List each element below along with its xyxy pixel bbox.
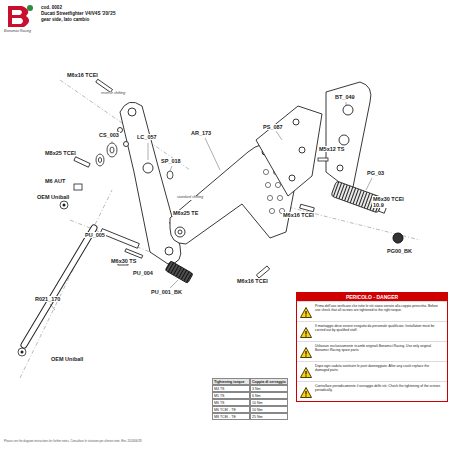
- warning-heading: PERICOLO - DANGER: [297, 293, 447, 301]
- header-text: cod. 0002: [40, 5, 63, 10]
- part-label: M8x25 TCEI: [44, 150, 77, 156]
- bracket-hole: [275, 182, 280, 187]
- bracket-hole: [265, 182, 270, 187]
- logo: [8, 5, 33, 27]
- part-label: standard shifting: [176, 196, 204, 200]
- bracket-hole: [263, 169, 268, 174]
- torque-table-cell: 6 Nm: [250, 392, 288, 399]
- part-label: OEM Uniball: [36, 194, 70, 200]
- torque-table-cell: 3 Nm: [250, 385, 288, 392]
- part-label: M6x16 TCEI: [282, 212, 315, 218]
- part-label: M6x30 TS: [110, 258, 137, 264]
- header-text: Bonamici Racing: [3, 30, 32, 34]
- warning-text: Utilizzare esclusivamente ricambi origin…: [297, 341, 447, 361]
- part-label: CS_003: [98, 132, 120, 138]
- part-label: SP_018: [160, 158, 182, 164]
- part-label: R021_170: [34, 296, 61, 302]
- torque-table-cell: M6 TCEI - TE: [212, 406, 250, 413]
- warning-icon: [300, 307, 312, 318]
- torque-table-cell: M4 TS: [212, 385, 250, 392]
- part-label: reverse shifting: [100, 92, 126, 96]
- warning-icon: [300, 347, 312, 358]
- torque-table-cell: M5 TS: [212, 392, 250, 399]
- bracket-hole: [277, 195, 282, 200]
- warning-icon: [300, 367, 312, 378]
- part-label: AR_173: [190, 130, 212, 136]
- torque-table-cell: 10 Nm: [250, 406, 288, 413]
- warning-text: Dopo ogni caduta sostituire le parti dan…: [297, 361, 447, 381]
- torque-table-cell: Tightening torque: [212, 378, 250, 385]
- part-label: M6x16 TCEI: [66, 72, 99, 78]
- part-label: PU_001_BK: [150, 289, 183, 295]
- part-label: PG_03: [366, 170, 385, 176]
- torque-table-cell: 25 Nm: [250, 413, 288, 420]
- part-label: PU_005: [84, 232, 106, 238]
- warning-icon: [300, 327, 312, 338]
- torque-table-cell: Coppia di serraggio: [250, 378, 288, 385]
- part-label: LC_057: [136, 134, 158, 140]
- bracket-hole: [267, 195, 272, 200]
- torque-table-cell: M6 TS: [212, 399, 250, 406]
- warning-icon: [300, 387, 312, 398]
- part-label: BT_049: [334, 94, 356, 100]
- heel-guard: [326, 82, 371, 192]
- part-label: M6x30 TCEI 10.9: [372, 196, 408, 208]
- part-label: M6x25 TE: [172, 210, 199, 216]
- plate: [256, 106, 322, 196]
- header-text: gear side, lato cambio: [40, 17, 90, 22]
- bracket-hole: [269, 208, 274, 213]
- rod: [18, 201, 94, 356]
- part-label: PS_087: [262, 124, 284, 130]
- lever-peg: [165, 261, 193, 284]
- warning-panel: PERICOLO - DANGERPrima dell'uso verifica…: [296, 292, 448, 402]
- footer-note: Please see the diagram instructions for …: [3, 440, 143, 443]
- warning-text: Prima dell'uso verificare che tutte le v…: [297, 301, 447, 321]
- warning-text: Controllare periodicamente il serraggio …: [297, 381, 447, 401]
- header-text: Ducati Streetfighter V4/V4S '20/'25: [40, 11, 116, 16]
- part-label: PU_004: [132, 270, 154, 276]
- part-label: M6 AUT: [44, 178, 66, 184]
- part-label: M5x12 TS: [318, 146, 345, 152]
- part-label: OEM Uniball: [50, 356, 84, 362]
- part-label: M6x16 TCEI: [236, 278, 269, 284]
- torque-table-cell: M8 TCEI - TE: [212, 413, 250, 420]
- warning-text: Il montaggio deve essere eseguito da per…: [297, 321, 447, 341]
- part-label: PG00_BK: [386, 248, 413, 254]
- torque-table-cell: 10 Nm: [250, 399, 288, 406]
